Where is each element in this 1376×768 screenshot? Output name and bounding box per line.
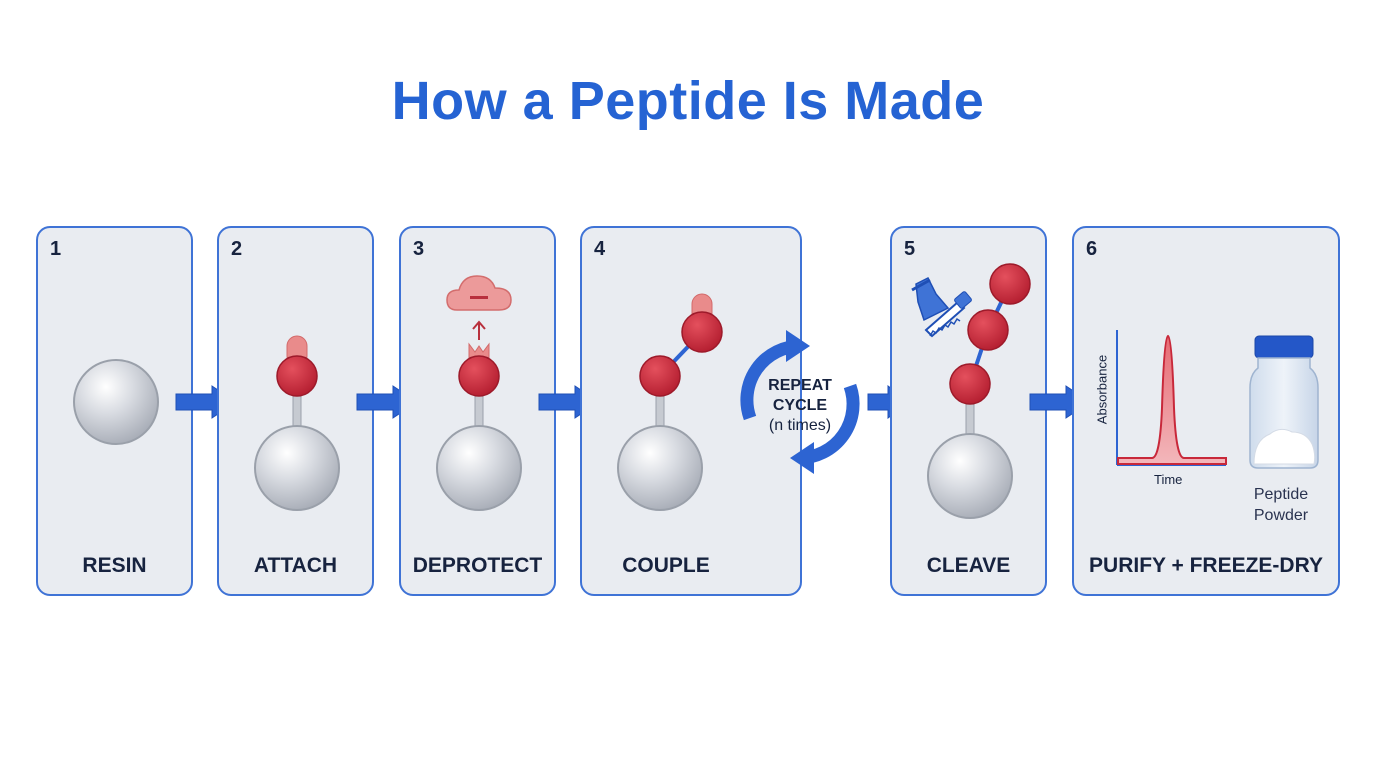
vial-icon [1249,335,1319,469]
resin-bead-icon [73,359,159,445]
step-label: PURIFY + FREEZE-DRY [1089,554,1323,577]
step-panel-cleave: 5 CLEAVE [890,226,1047,596]
chromatogram-ylabel: Absorbance [1094,354,1110,425]
step-label: RESIN [82,554,147,577]
cloud-byproduct-icon [446,275,512,311]
step-panel-attach: 2 ATTACH [217,226,374,596]
step-number: 6 [1086,238,1098,260]
resin-bead-icon [436,395,522,511]
protecting-group-icon [468,342,490,359]
step-label: COUPLE [622,554,710,577]
product-line-2: Powder [1253,507,1309,524]
cycle-arrows-icon [740,330,860,474]
resin-bead-icon [617,395,703,511]
repeat-line-2: CYCLE [772,397,828,414]
product-line-1: Peptide [1253,486,1309,503]
amino-acid-icon [458,355,500,397]
step-label: ATTACH [253,554,338,577]
step-label: CLEAVE [926,554,1011,577]
peptide-chain-icon [949,263,1031,405]
chromatogram-xlabel: Time [1154,472,1183,487]
step-number: 4 [594,238,606,260]
saw-icon [924,291,972,338]
repeat-cycle-text: REPEAT CYCLE (n times) [748,376,852,436]
peak-icon [1117,334,1227,465]
step-panel-deprotect: 3 DEPROTECT [399,226,556,596]
step-number: 5 [904,238,916,260]
step-label: DEPROTECT [412,554,543,577]
amino-acid-icon [276,355,318,397]
step-panel-couple: 4 COUPLE [580,226,802,596]
flask-icon [911,276,950,322]
repeat-line-1: REPEAT [768,377,832,394]
step-panel-purify: 6 Absorbance Time Peptide Powder PURIFY … [1072,226,1340,596]
arrow-up-icon [472,320,486,340]
resin-bead-icon [254,395,340,511]
powder-icon [1253,428,1316,465]
step-number: 2 [231,238,243,260]
diagram-title: How a Peptide Is Made [391,71,985,131]
step-panel-resin: 1 RESIN [36,226,193,596]
product-label: Peptide Powder [1231,484,1331,526]
chromatogram-plot [1116,330,1227,466]
repeat-line-3: (n times) [768,417,832,434]
resin-bead-icon [927,403,1013,519]
step-number: 1 [50,238,62,260]
peptide-chain-icon [639,293,723,397]
step-number: 3 [413,238,425,260]
